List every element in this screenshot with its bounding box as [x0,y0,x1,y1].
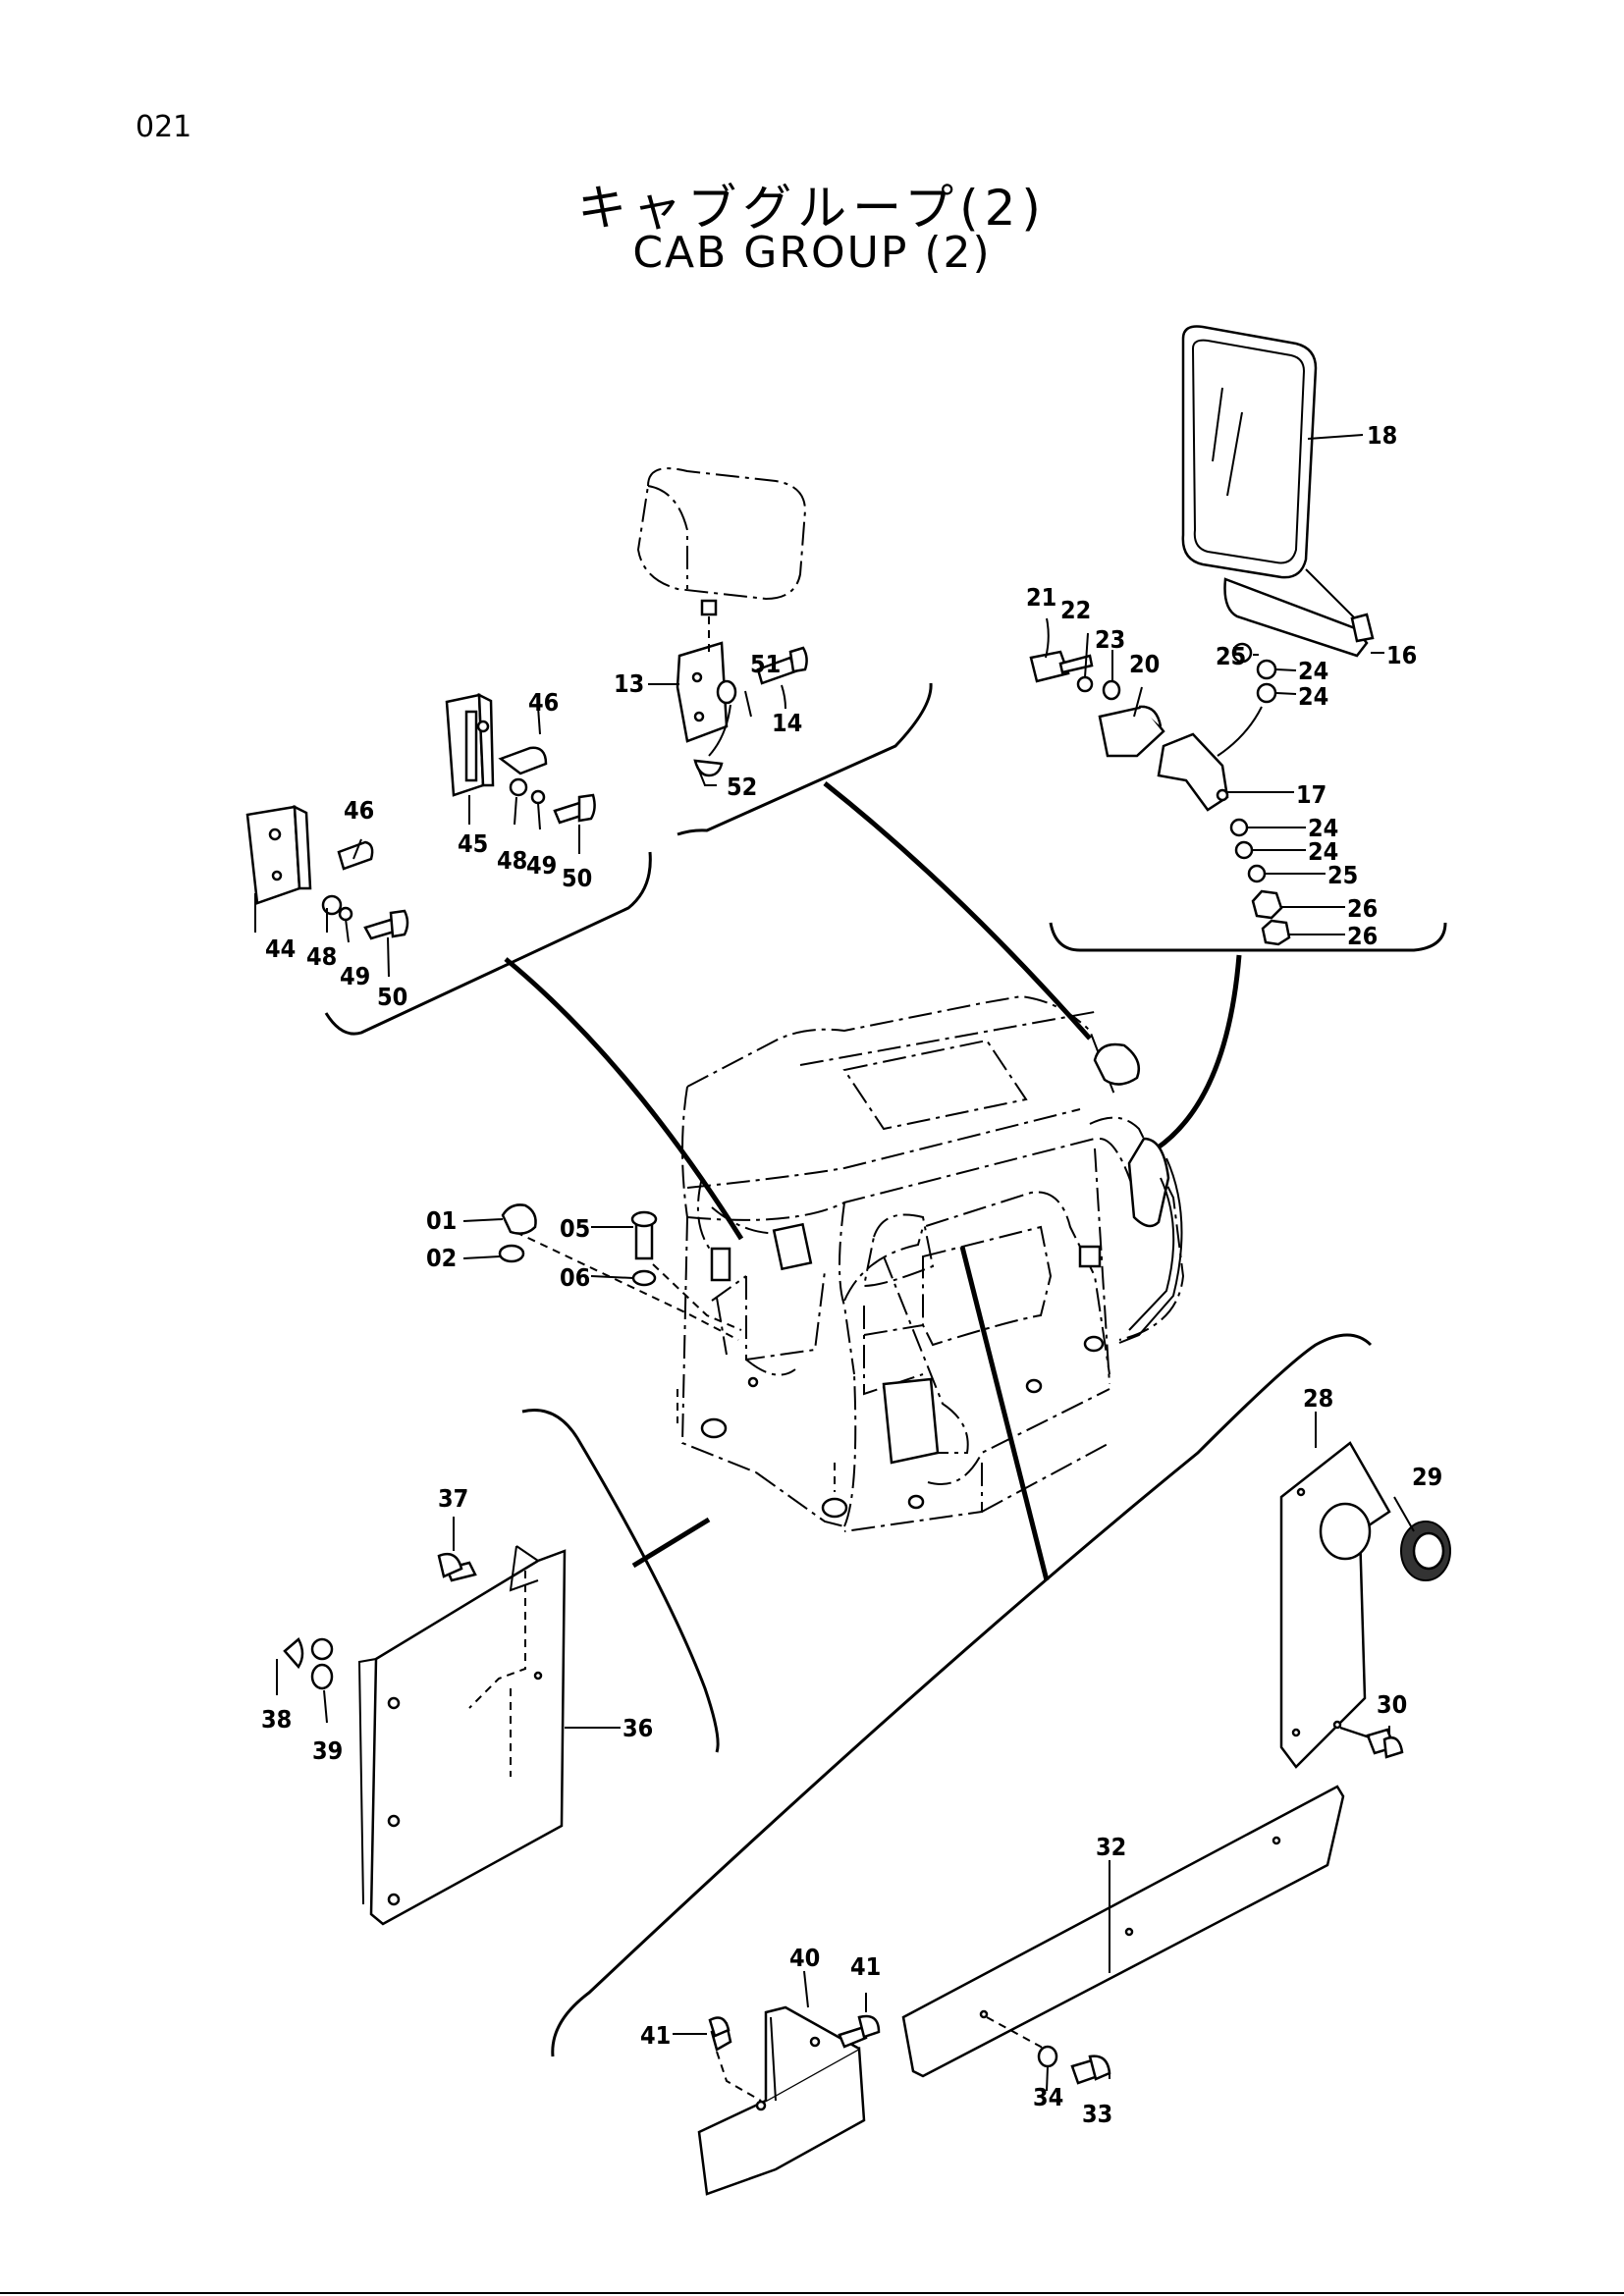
callout-21: 21 [1026,583,1056,612]
callout-leaders [254,434,1415,2092]
bottom-bracket-assembly [697,2005,881,2196]
side-panel-assembly [1279,1441,1451,1769]
callout-46a: 46 [344,796,374,825]
callout-48b: 48 [497,846,527,875]
callout-20: 20 [1129,650,1160,678]
callout-40: 40 [789,1944,820,1972]
leader-right-upper [1155,954,1242,1151]
callout-52: 52 [727,773,757,801]
bracket-side-panels [551,1333,1373,2057]
callout-26a: 26 [1347,894,1378,923]
callout-24a: 24 [1298,657,1328,685]
page-number: 021 [135,110,192,144]
title-japanese: キャブグループ(2) [577,180,1047,237]
bracket-work-light [677,682,933,836]
callout-17: 17 [1296,780,1326,809]
bracket-front-panel [521,1409,720,1753]
leader-center-lower [959,1246,1050,1581]
callout-46b: 46 [528,688,559,717]
callout-50b: 50 [562,864,592,892]
callout-33: 33 [1082,2100,1112,2128]
callout-24d: 24 [1308,837,1338,866]
leader-left-upper [504,957,744,1241]
leader-left-lower [631,1517,711,1569]
callout-24c: 24 [1308,814,1338,842]
mirror-assembly [1029,325,1375,946]
leader-center-upper [823,781,1092,1041]
callout-16: 16 [1386,641,1417,669]
callout-41a: 41 [640,2021,671,2050]
callout-39: 39 [312,1736,343,1765]
callout-41b: 41 [850,1952,881,1981]
callout-26b: 26 [1347,922,1378,950]
callout-32: 32 [1096,1833,1126,1861]
callout-24b: 24 [1298,682,1328,711]
bracket-door-stops [324,851,652,1036]
callout-38: 38 [261,1705,292,1734]
bracket-mirror [1049,922,1447,952]
callout-01: 01 [426,1206,457,1235]
cab-body [514,994,1185,1532]
callout-06: 06 [560,1263,590,1292]
callout-14: 14 [772,709,802,737]
callout-48a: 48 [306,942,337,971]
callout-05: 05 [560,1214,590,1243]
title-english: CAB GROUP (2) [632,228,992,278]
callout-29: 29 [1412,1463,1442,1491]
door-stop-assembly-right [445,692,596,825]
callout-18: 18 [1367,421,1397,450]
callout-36: 36 [623,1714,653,1742]
callout-23: 23 [1095,625,1125,654]
callout-49a: 49 [340,962,370,990]
callout-45: 45 [458,829,488,858]
callout-25b: 25 [1327,861,1358,889]
work-light-assembly [636,467,808,786]
front-panel-assembly [283,1545,567,1926]
callout-44: 44 [265,934,296,963]
callout-49b: 49 [526,851,557,880]
callout-51: 51 [750,650,781,678]
callout-50a: 50 [377,983,407,1011]
callout-13: 13 [614,669,644,698]
callout-34: 34 [1033,2083,1063,2111]
lower-panel-assembly [901,1785,1345,2085]
cab-fasteners [498,1203,658,1287]
callout-22: 22 [1060,596,1091,624]
callout-25a: 25 [1216,642,1246,670]
callout-30: 30 [1377,1690,1407,1719]
callout-37: 37 [438,1484,468,1513]
cab-fittings [700,1042,1183,1519]
callout-28: 28 [1303,1384,1333,1413]
callout-02: 02 [426,1244,457,1272]
